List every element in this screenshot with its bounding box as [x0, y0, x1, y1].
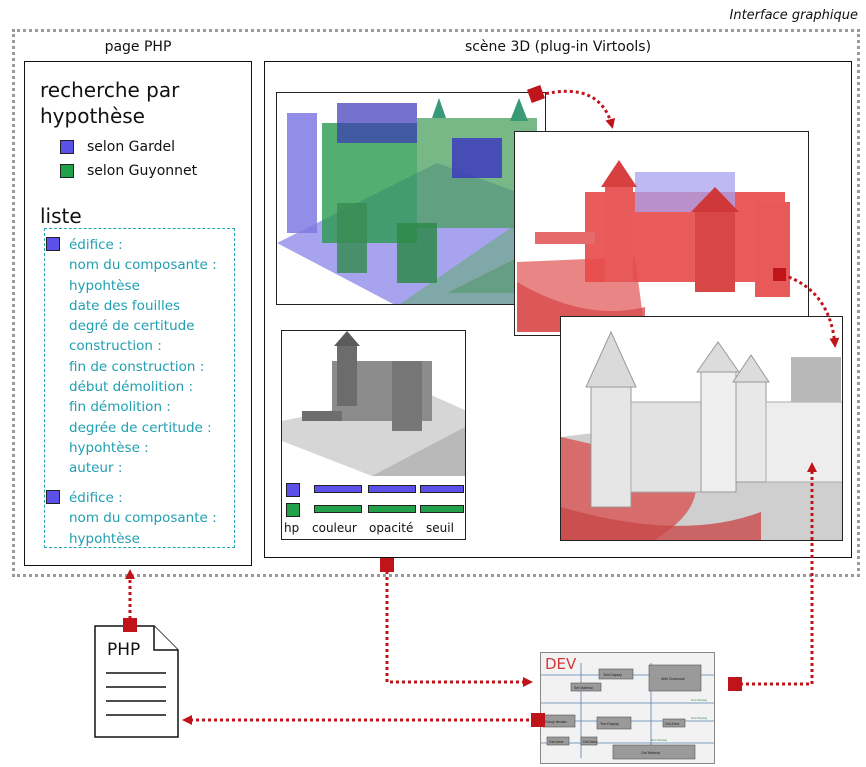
- scene-caption: scène 3D (plug-in Virtools): [464, 39, 652, 55]
- dev-block-2: Set Material: [574, 686, 593, 690]
- list-field: hypohtèse: [69, 277, 140, 294]
- dev-block-5: Get Actor: [665, 722, 680, 726]
- php-file-label: PHP: [107, 640, 141, 660]
- dev-block-7: Get Actor: [583, 740, 598, 744]
- arrow-scene-to-dev: [385, 565, 533, 687]
- list-item-1-swatch: [46, 237, 60, 251]
- dev-block-8: Get Material: [641, 751, 660, 755]
- list-field: nom du composante :: [69, 257, 217, 274]
- dev-schematic[interactable]: DEV Text Display Web Download Set Materi…: [540, 652, 715, 764]
- list-field: construction :: [69, 338, 162, 355]
- hp-toggle-guyonnet[interactable]: [286, 503, 300, 517]
- dev-block-0: Text Display: [603, 673, 622, 677]
- label-couleur: couleur: [312, 521, 357, 535]
- castle-grey-render: [282, 331, 465, 476]
- list-field: degré de certitude: [69, 318, 195, 335]
- dev-wire-label-2: Text Display: [651, 738, 668, 742]
- list-field: hypohtèse: [69, 530, 140, 547]
- list-field: date des fouilles: [69, 297, 181, 314]
- result-list[interactable]: [44, 228, 235, 548]
- opacity-slider-guyonnet[interactable]: [368, 505, 416, 513]
- list-field: début démolition :: [69, 379, 194, 396]
- arrow-scene1-to-scene2: [539, 89, 616, 129]
- dev-wiring: Text Display Web Download Set Material G…: [541, 663, 714, 760]
- list-field: édifice :: [69, 237, 123, 253]
- interface-label: Interface graphique: [729, 8, 859, 23]
- dev-block-6: Get Actor: [549, 740, 564, 744]
- graphical-interface-frame: [12, 29, 860, 577]
- color-slider-gardel[interactable]: [314, 485, 362, 493]
- dev-block-3: Group Iterator: [545, 720, 568, 724]
- legend-swatch-gardel: [60, 140, 74, 154]
- dev-label: DEV: [545, 655, 577, 673]
- dev-wire-label-1: Text Display: [691, 716, 708, 720]
- scene-view-grey-with-controls[interactable]: hp couleur opacité seuil: [281, 330, 466, 540]
- label-seuil: seuil: [426, 521, 454, 535]
- list-field: auteur :: [69, 460, 123, 477]
- search-title: recherche par hypothèse: [40, 78, 180, 128]
- opacity-slider-gardel[interactable]: [368, 485, 416, 493]
- list-field: nom du composante :: [69, 510, 217, 527]
- list-field: édifice :: [69, 490, 123, 506]
- legend-label-guyonnet: selon Guyonnet: [87, 163, 198, 179]
- list-item-1-fields: édifice : nom du composante : hypohtèse dat…: [69, 235, 234, 479]
- color-slider-guyonnet[interactable]: [314, 505, 362, 513]
- list-field: hypohtèse :: [69, 439, 149, 456]
- list-field: fin de construction :: [69, 358, 205, 375]
- list-item-2-swatch: [46, 490, 60, 504]
- php-file-icon: [94, 625, 179, 738]
- dev-block-1: Web Download: [661, 677, 685, 681]
- list-field: fin démolition :: [69, 399, 171, 416]
- threshold-slider-guyonnet[interactable]: [420, 505, 464, 513]
- arrow-dev-to-scene: [740, 462, 817, 686]
- legend-label-gardel: selon Gardel: [87, 139, 176, 155]
- scene-view-detail[interactable]: [560, 316, 843, 541]
- arrow-scene2-to-scene3: [782, 273, 840, 348]
- list-field: degrée de certitude :: [69, 419, 212, 436]
- legend-swatch-guyonnet: [60, 164, 74, 178]
- list-item-2-fields: édifice : nom du composante : hypohtèse: [69, 488, 234, 549]
- label-hp: hp: [284, 521, 300, 535]
- dev-wire-label-0: Text Display: [691, 698, 708, 702]
- hp-toggle-gardel[interactable]: [286, 483, 300, 497]
- threshold-slider-gardel[interactable]: [420, 485, 464, 493]
- label-opacite: opacité: [369, 521, 414, 535]
- castle-detail-render: [561, 330, 842, 540]
- list-title: liste: [40, 204, 82, 228]
- php-page-caption: page PHP: [104, 39, 172, 55]
- dev-block-4: Text Display: [600, 722, 619, 726]
